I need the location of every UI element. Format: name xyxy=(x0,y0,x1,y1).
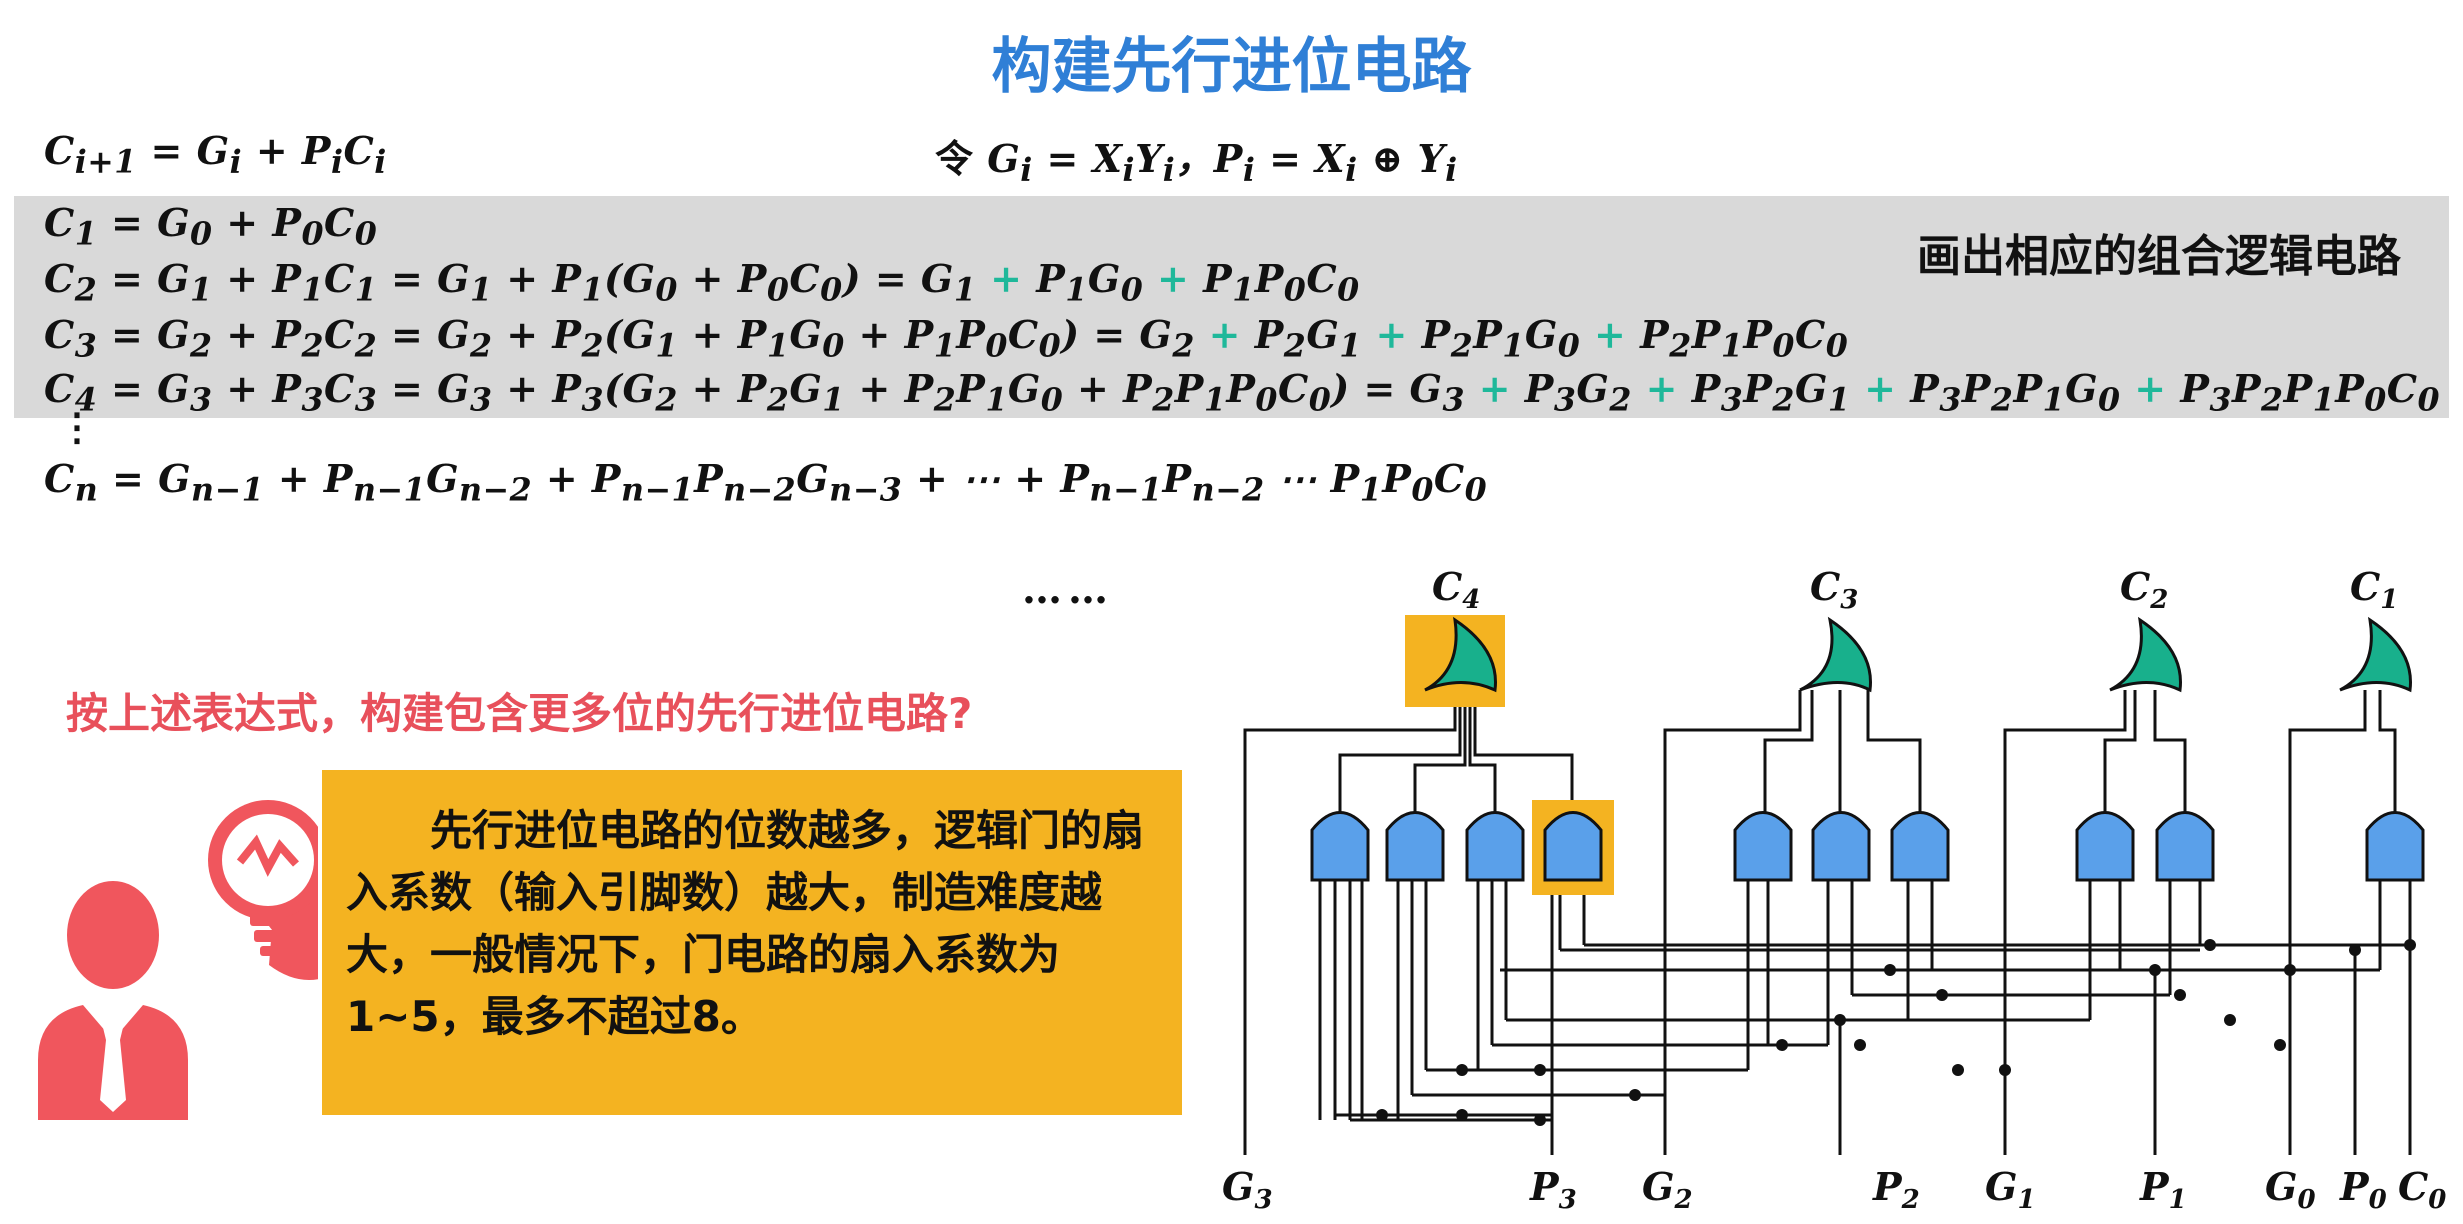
and-gate xyxy=(1310,811,1370,882)
output-labels: C4 C3 C2 C1 xyxy=(1432,564,2398,615)
label-p0: P0 xyxy=(2339,1164,2387,1215)
person-idea-icon xyxy=(38,800,318,1120)
formula-definition: 令 Gi = XiYi，Pi = Xi ⊕ Yi xyxy=(935,136,1458,189)
or-gate-c4 xyxy=(1424,616,1497,693)
or-gates xyxy=(1424,616,2412,693)
formula-c1: C1 = G0 + P0C0 xyxy=(44,200,378,253)
and-gate xyxy=(2075,811,2135,882)
label-p2: P2 xyxy=(1872,1164,1920,1215)
formula-c4: C4 = G3 + P3C3 = G3 + P3(G2 + P2G1 + P2P… xyxy=(44,366,2441,419)
and-gate xyxy=(1543,811,1603,882)
label-c4: C4 xyxy=(1432,564,1480,615)
expansion-band xyxy=(14,196,2449,418)
or-gate-c3 xyxy=(1799,616,1872,693)
label-c3: C3 xyxy=(1810,564,1858,615)
wires xyxy=(1243,690,2412,1155)
label-g0: G0 xyxy=(2265,1164,2316,1215)
label-c1: C1 xyxy=(2350,564,2398,615)
label-g3: G3 xyxy=(1222,1164,1273,1215)
formula-c2: C2 = G1 + P1C1 = G1 + P1(G0 + P0C0) = G1… xyxy=(44,256,1360,309)
lightbulb-icon xyxy=(208,800,318,956)
label-p1: P1 xyxy=(2139,1164,2187,1215)
page-title: 构建先行进位电路 xyxy=(991,32,1472,102)
or-gate-c1 xyxy=(2339,616,2412,693)
junction-dots xyxy=(1376,939,2416,1126)
label-c0: C0 xyxy=(2398,1164,2446,1215)
and-gate xyxy=(1385,811,1445,882)
input-labels: G3 P3 G2 P2 G1 P1 G0 P0 C0 xyxy=(1222,1164,2446,1215)
and-gate xyxy=(2155,811,2215,882)
and-gate xyxy=(1811,811,1871,882)
or-gate-c2 xyxy=(2109,616,2182,693)
and-gate xyxy=(1733,811,1793,882)
label-g1: G1 xyxy=(1985,1164,2036,1215)
ellipsis: …… xyxy=(1022,566,1114,613)
question-text: 按上述表达式，构建包含更多位的先行进位电路? xyxy=(66,689,973,738)
explanation-box: 先行进位电路的位数越多，逻辑门的扇入系数（输入引脚数）越大，制造难度越大，一般情… xyxy=(322,770,1182,1115)
label-c2: C2 xyxy=(2120,564,2168,615)
formula-general: Ci+1 = Gi + PiCi xyxy=(44,128,387,181)
note-text: 画出相应的组合逻辑电路 xyxy=(1917,231,2401,282)
and-gate xyxy=(1890,811,1950,882)
and-gates xyxy=(1310,811,2425,882)
and-gate xyxy=(2365,811,2425,882)
label-p3: P3 xyxy=(1529,1164,1577,1215)
person-icon xyxy=(38,881,188,1120)
vertical-ellipsis: ⋮ xyxy=(58,404,97,449)
and-gate xyxy=(1465,811,1525,882)
formula-c3: C3 = G2 + P2C2 = G2 + P2(G1 + P1G0 + P1P… xyxy=(44,312,1849,365)
label-g2: G2 xyxy=(1642,1164,1693,1215)
formula-cn: Cn = Gn−1 + Pn−1Gn−2 + Pn−1Pn−2Gn−3 + ⋯ … xyxy=(44,456,1488,509)
carry-lookahead-circuit: C4 C3 C2 C1 G3 P3 G2 P2 G1 P1 G0 P0 C0 xyxy=(1222,564,2446,1215)
